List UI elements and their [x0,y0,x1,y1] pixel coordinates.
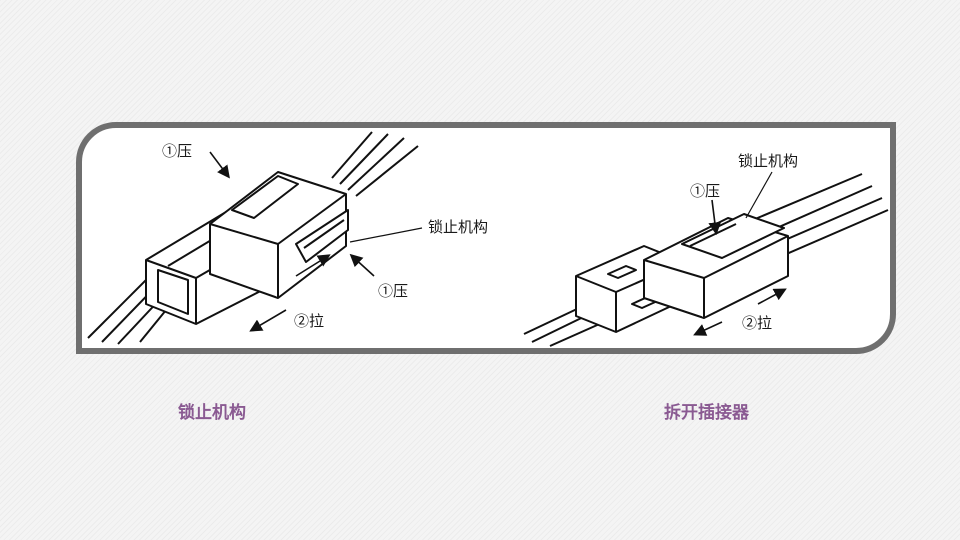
left-press-side-arrow [349,253,375,277]
left-latch-arm [295,209,349,263]
left-pull-arrow-out [249,309,287,332]
right-connector-illustration [523,173,889,347]
left-label-pull: ②拉 [294,312,324,330]
left-label-press-side: ①压 [378,282,408,300]
caption-lock-mechanism: 锁止机构 [178,403,246,423]
diagram-frame: ①压 锁止机构 ①压 ②拉 [76,122,896,354]
right-label-press: ①压 [690,182,720,200]
left-connector-illustration [87,131,419,345]
left-pull-arrow-in [295,254,331,277]
left-label-press-top: ①压 [162,142,192,160]
caption-disconnect-connector: 拆开插接器 [664,403,749,423]
right-label-pull: ②拉 [742,314,772,332]
right-label-lock-mechanism: 锁止机构 [738,152,798,170]
left-label-lock-mechanism: 锁止机构 [428,218,488,236]
left-press-top-arrow [209,151,230,179]
connector-diagrams: ①压 锁止机构 ①压 ②拉 [87,131,889,347]
right-pull-arrow-out [693,321,723,336]
left-lock-leader-line [349,227,423,243]
left-wires-upper [331,131,419,197]
right-press-arrow [708,199,722,236]
right-pull-arrow-in [757,288,787,305]
right-lock-leader-line [745,171,773,219]
